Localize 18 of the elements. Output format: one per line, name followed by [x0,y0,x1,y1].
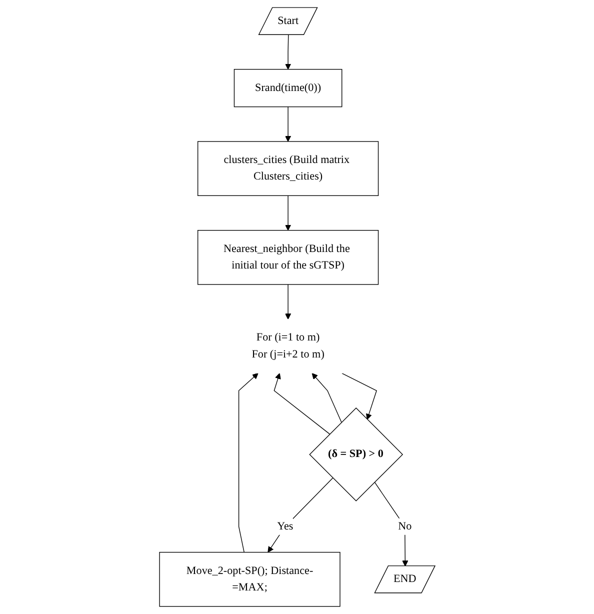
arrow [273,373,330,434]
arrow [284,195,291,231]
node-box: Srand(time(0)) [234,68,342,108]
arrow [284,106,291,142]
arrow [284,34,291,70]
arrow [312,373,342,423]
arrow [374,482,408,566]
arrow [341,372,377,420]
node-box: clusters_cities (Build matrix Clusters_cities) [197,141,378,196]
node-diamond: (δ = SP) > 0 [308,408,403,502]
node-box: Move_2-opt-SP(); Distance-=MAX; [158,552,340,607]
arrow [238,373,258,553]
node-box: Nearest_neighbor (Build the initial tour of the sGTSP) [197,230,378,285]
edge-label: No [398,520,412,532]
arrow [284,284,291,320]
node-text: For (i=1 to m) For (j=i+2 to m) [251,332,324,360]
edge-label: Yes [276,520,293,532]
arrow [267,478,333,553]
